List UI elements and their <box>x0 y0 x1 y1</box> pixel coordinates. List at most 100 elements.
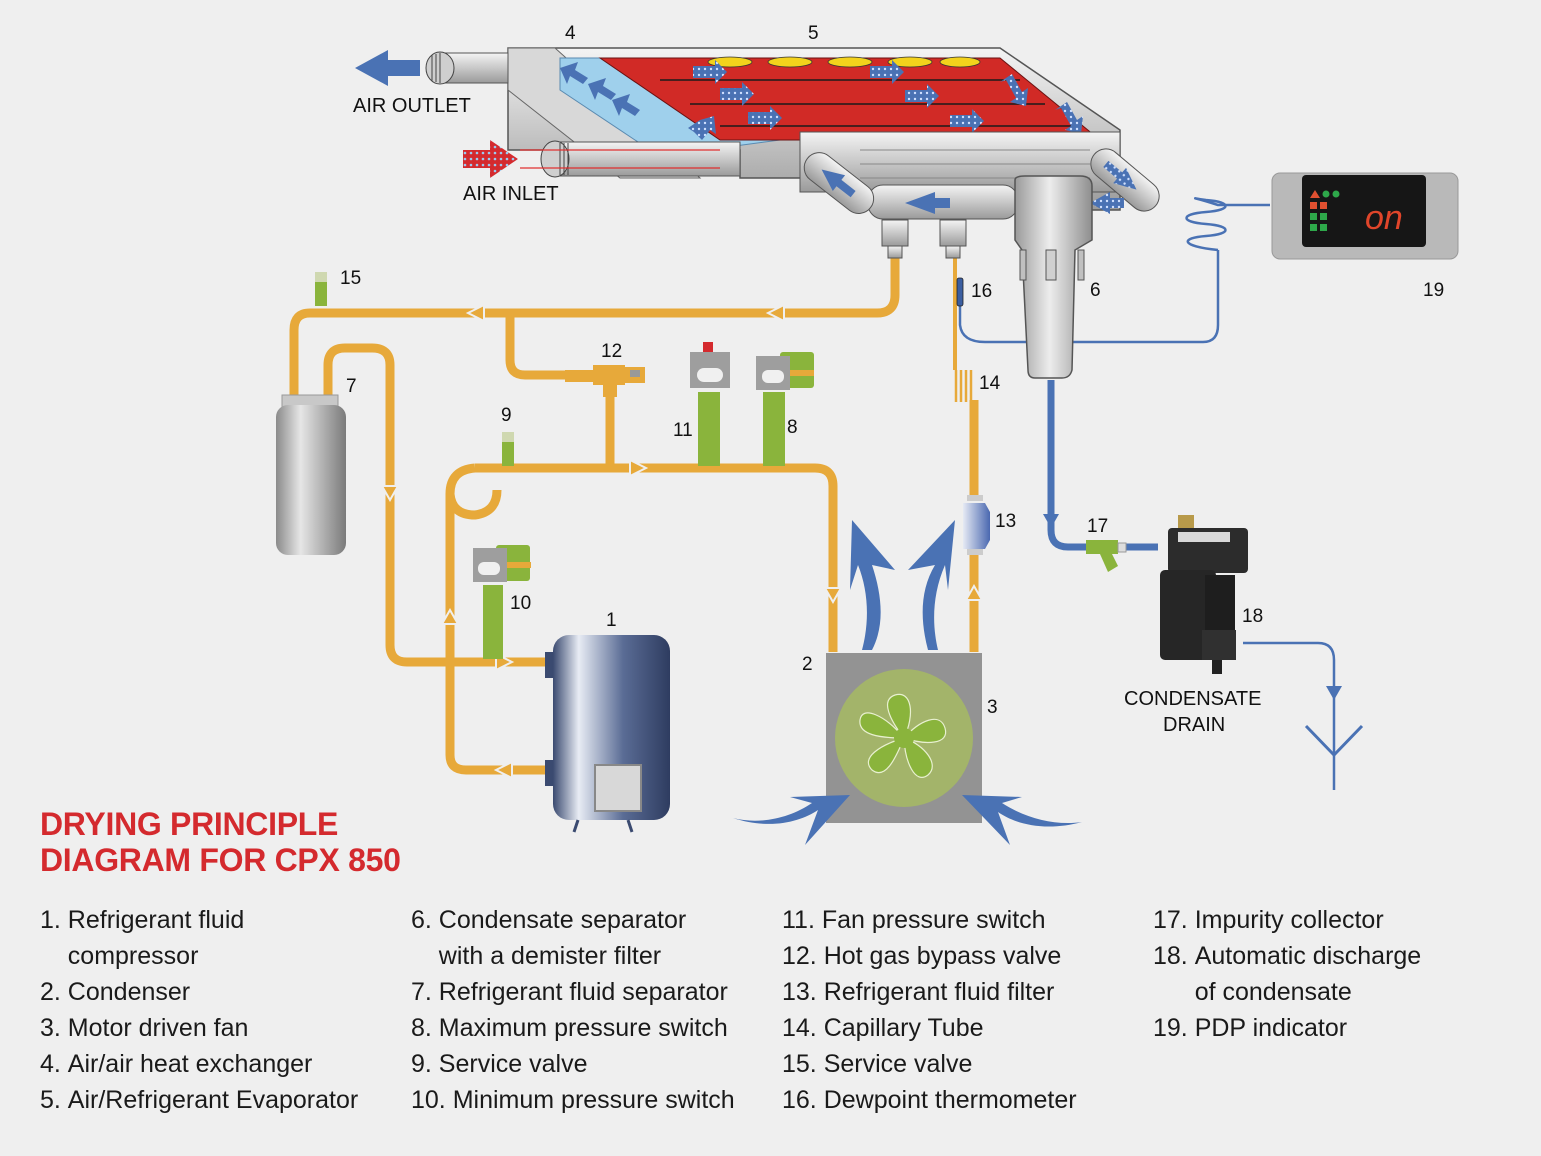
condensate-line <box>958 197 1364 790</box>
legend-item-text: Air/air heat exchanger <box>67 1050 313 1078</box>
legend-item-number: 9. <box>411 1050 439 1078</box>
pdp-display-readout: on <box>1365 199 1403 237</box>
legend-item-number: 7. <box>411 978 439 1006</box>
legend-item-text: Fan pressure switch <box>821 906 1046 934</box>
refrigerant-fluid-filter <box>963 495 990 555</box>
callout-6: 6 <box>1090 280 1101 301</box>
air-outlet-label: AIR OUTLET <box>353 95 471 117</box>
legend-item-number: 10. <box>411 1086 453 1114</box>
legend-item: 9. Service valve <box>411 1046 735 1082</box>
legend-item: 6. Condensate separator with a demister … <box>411 902 735 974</box>
title-line-2: DIAGRAM FOR CPX 850 <box>40 842 401 878</box>
impurity-collector <box>1086 540 1127 572</box>
flow-arrow <box>465 303 485 323</box>
condensate-separator <box>1014 175 1093 379</box>
legend-item-number: 19. <box>1153 1014 1195 1042</box>
flow-arrow <box>964 583 984 601</box>
air-inlet-arrow-icon <box>463 140 518 178</box>
legend-item: 14. Capillary Tube <box>782 1010 1077 1046</box>
legend-item: 2. Condenser <box>40 974 358 1010</box>
legend-item-text: Refrigerant fluid filter <box>823 978 1055 1006</box>
legend-item-text: Service valve <box>823 1050 973 1078</box>
legend-item: 19. PDP indicator <box>1153 1010 1421 1046</box>
callout-16: 16 <box>971 281 992 302</box>
callout-7: 7 <box>346 376 357 397</box>
legend-item-text: Minimum pressure switch <box>452 1086 735 1114</box>
legend-item-number: 4. <box>40 1050 68 1078</box>
legend-item-text: Air/Refrigerant Evaporator <box>67 1086 359 1114</box>
automatic-condensate-drain <box>1160 515 1248 674</box>
legend-item-text: Condensate separator with a demister fil… <box>438 906 687 970</box>
air-outlet-duct <box>355 50 509 86</box>
flow-arrow <box>440 607 460 625</box>
condenser <box>826 653 982 823</box>
callout-18: 18 <box>1242 606 1263 627</box>
legend-item-number: 12. <box>782 942 824 970</box>
condensate-drain-label-1: CONDENSATE <box>1124 688 1261 710</box>
legend-item: 11. Fan pressure switch <box>782 902 1077 938</box>
callout-15: 15 <box>340 268 361 289</box>
hot-gas-bypass-valve <box>565 365 645 397</box>
legend-item-number: 13. <box>782 978 824 1006</box>
callout-12: 12 <box>601 341 622 362</box>
legend-item: 16. Dewpoint thermometer <box>782 1082 1077 1118</box>
legend-item-number: 8. <box>411 1014 439 1042</box>
dewpoint-thermometer <box>956 277 964 307</box>
callout-13: 13 <box>995 511 1016 532</box>
heat-exchanger-assembly <box>355 47 1160 259</box>
flow-arrow <box>493 760 513 780</box>
legend-item: 15. Service valve <box>782 1046 1077 1082</box>
compressor <box>545 635 670 833</box>
drain-outlet-icon <box>1304 724 1364 758</box>
callout-19: 19 <box>1423 280 1444 301</box>
legend-item-number: 5. <box>40 1086 68 1114</box>
flow-arrow <box>823 587 843 605</box>
legend-item: 4. Air/air heat exchanger <box>40 1046 358 1082</box>
legend-item: 5. Air/Refrigerant Evaporator <box>40 1082 358 1118</box>
flow-arrow <box>765 303 785 323</box>
legend-item-text: Condenser <box>67 978 191 1006</box>
callout-5: 5 <box>808 23 819 44</box>
flow-arrow <box>1043 514 1059 528</box>
legend-item-number: 15. <box>782 1050 824 1078</box>
callout-1: 1 <box>606 610 617 631</box>
diagram-title: DRYING PRINCIPLE DIAGRAM FOR CPX 850 <box>40 806 401 878</box>
callout-10: 10 <box>510 593 531 614</box>
legend-item-text: Service valve <box>438 1050 588 1078</box>
legend-item: 12. Hot gas bypass valve <box>782 938 1077 974</box>
legend-item-text: Maximum pressure switch <box>438 1014 728 1042</box>
legend-item-number: 14. <box>782 1014 824 1042</box>
legend-item-number: 16. <box>782 1086 824 1114</box>
callout-2: 2 <box>802 654 813 675</box>
air-outlet-arrow-icon <box>355 50 420 86</box>
legend-item-number: 3. <box>40 1014 68 1042</box>
pdp-indicator: on <box>1271 172 1459 260</box>
legend-item-number: 2. <box>40 978 68 1006</box>
legend-item-text: Impurity collector <box>1194 906 1384 934</box>
legend-item: 10. Minimum pressure switch <box>411 1082 735 1118</box>
title-line-1: DRYING PRINCIPLE <box>40 806 339 842</box>
legend-item: 17. Impurity collector <box>1153 902 1421 938</box>
legend-item: 7. Refrigerant fluid separator <box>411 974 735 1010</box>
service-valve-9 <box>502 432 514 466</box>
legend-item-number: 11. <box>782 906 822 934</box>
service-valve-15 <box>315 272 327 306</box>
callout-11: 11 <box>673 420 693 441</box>
refrigerant-fluid-separator <box>276 394 346 555</box>
condensate-drain-label-2: DRAIN <box>1163 714 1225 736</box>
minimum-pressure-switch <box>473 545 531 659</box>
maximum-pressure-switch <box>756 352 814 466</box>
airflow-arrows <box>733 520 1082 845</box>
air-inlet-label: AIR INLET <box>463 183 559 205</box>
capillary-tube <box>954 370 973 402</box>
legend-item-number: 18. <box>1153 942 1195 970</box>
callout-9: 9 <box>501 405 512 426</box>
legend-item: 8. Maximum pressure switch <box>411 1010 735 1046</box>
legend-item-text: Refrigerant fluid compressor <box>67 906 245 970</box>
flow-arrow <box>629 458 649 478</box>
legend-item: 3. Motor driven fan <box>40 1010 358 1046</box>
